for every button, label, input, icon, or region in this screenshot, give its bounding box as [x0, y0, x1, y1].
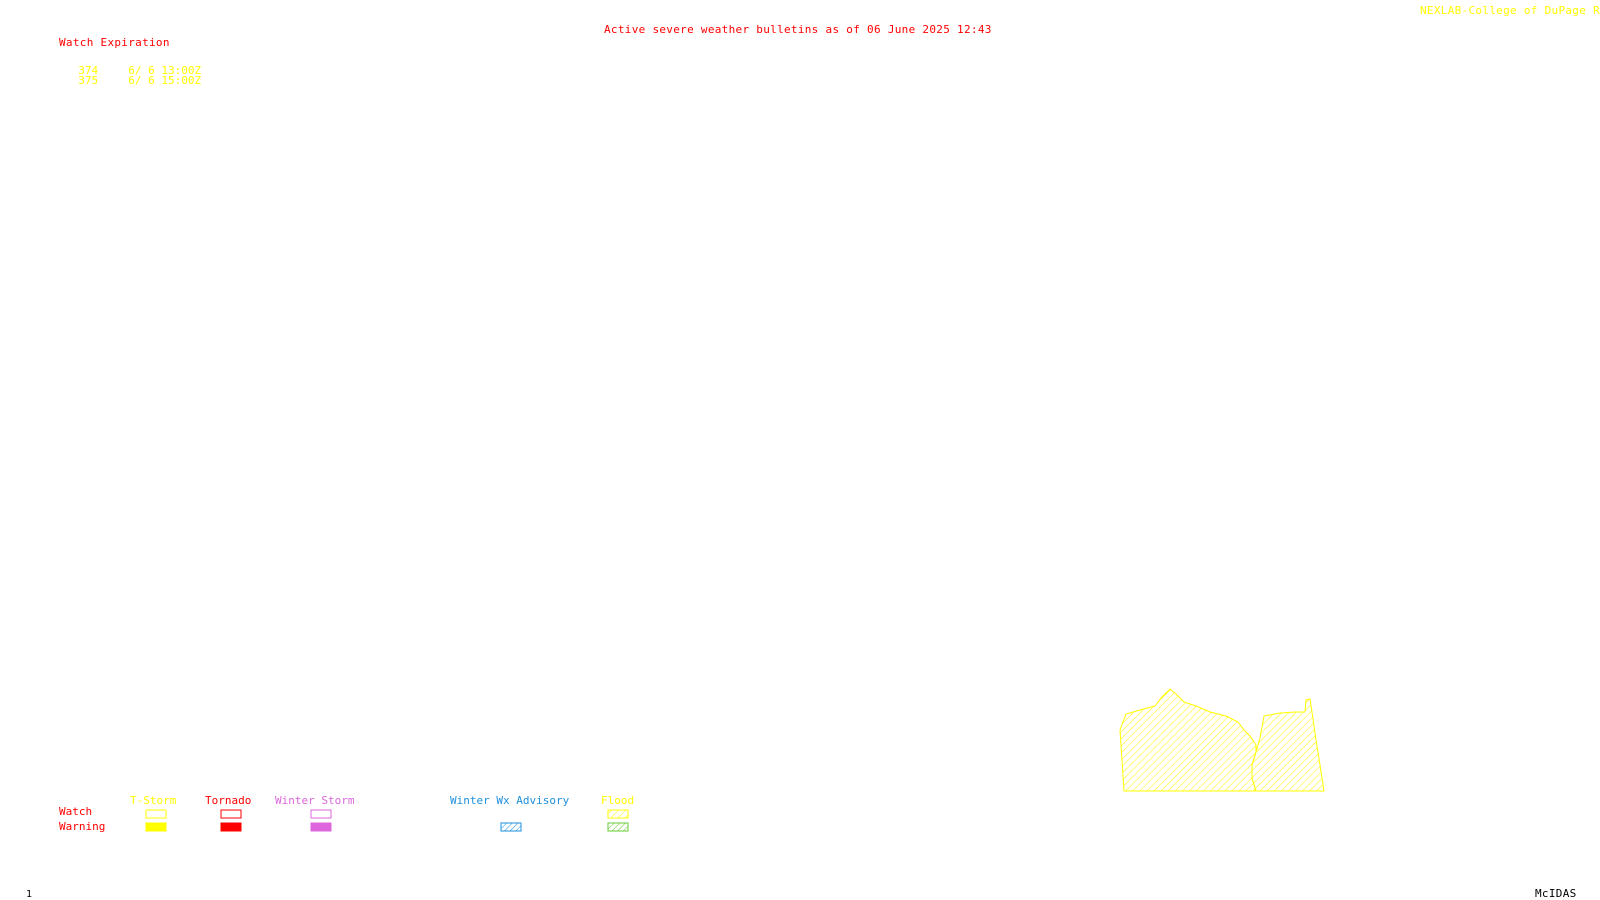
legend-tornado-watch-swatch: [220, 809, 242, 819]
legend-winterstorm-label: Winter Storm: [275, 794, 355, 807]
legend-watch-row-label: Watch: [59, 805, 93, 818]
watch-area-east: [1251, 698, 1325, 792]
legend-tornado-label: Tornado: [205, 794, 252, 807]
bulletin-title: Active severe weather bulletins as of 06…: [604, 23, 992, 36]
legend-flood-watch-swatch: [607, 809, 629, 819]
legend-warning-row-label: Warning: [59, 820, 106, 833]
watch-number: 375: [78, 74, 99, 87]
watch-area-west: [1119, 688, 1257, 792]
legend-winterwx-advisory-swatch: [500, 822, 522, 832]
frame-number: 1: [26, 889, 33, 900]
legend-winterstorm-warning-swatch: [310, 822, 332, 832]
legend-flood-label: Flood: [601, 794, 635, 807]
watch-row: 374 6/ 6 13:00Z: [65, 54, 201, 76]
watch-expiry-time: 6/ 6 15:00Z: [128, 74, 202, 87]
source-credit: NEXLAB-College of DuPage R: [1420, 4, 1600, 17]
legend-flood-warning-swatch: [607, 822, 629, 832]
watch-expiration-heading: Watch Expiration: [59, 36, 170, 49]
legend-tstorm-watch-swatch: [145, 809, 167, 819]
watch-number: 374: [78, 64, 99, 77]
watch-expiry-time: 6/ 6 13:00Z: [128, 64, 202, 77]
legend-tstorm-warning-swatch: [145, 822, 167, 832]
watch-row: 375 6/ 6 15:00Z: [65, 64, 201, 86]
legend-winterwx-label: Winter Wx Advisory: [450, 794, 570, 807]
legend-tstorm-label: T-Storm: [130, 794, 177, 807]
software-label: McIDAS: [1535, 887, 1577, 900]
legend-winterstorm-watch-swatch: [310, 809, 332, 819]
legend-tornado-warning-swatch: [220, 822, 242, 832]
